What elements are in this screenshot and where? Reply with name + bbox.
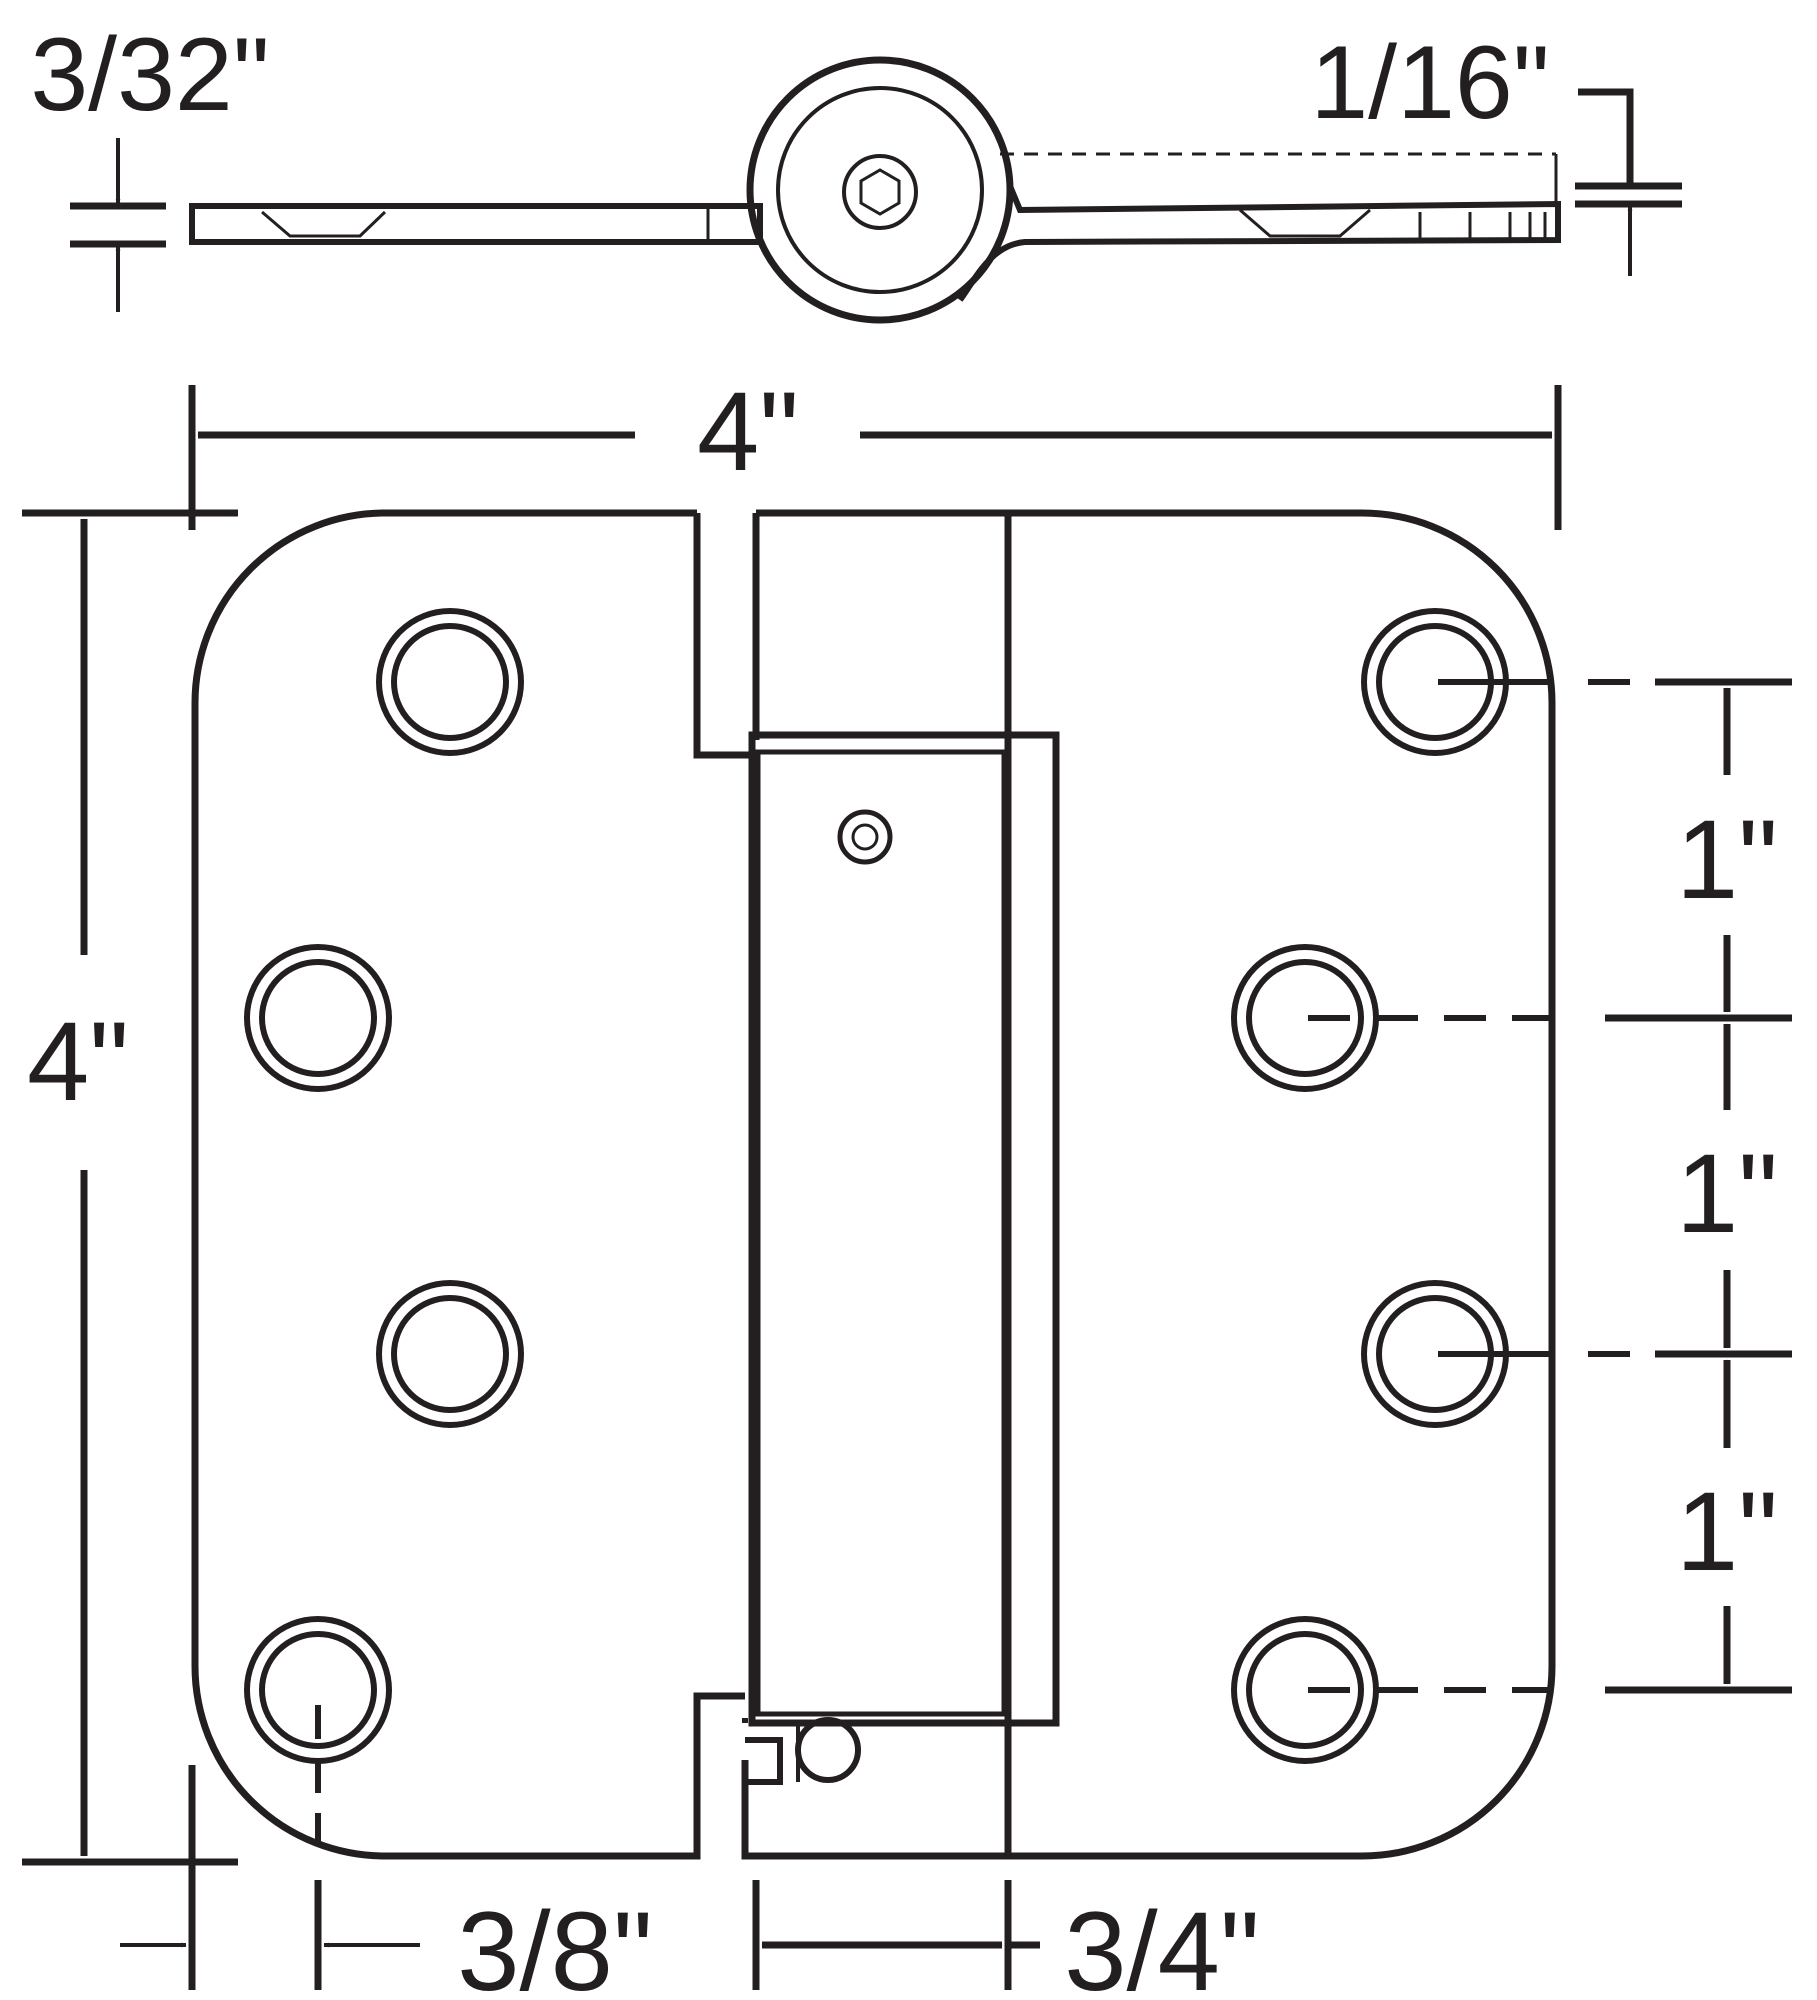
hole-offset-dimension: 3/8" xyxy=(120,1705,653,2000)
gap-thickness-dimension: 1/16" xyxy=(1310,25,1682,276)
screw-hole xyxy=(1231,944,1379,1092)
leaf-thickness-label: 3/32" xyxy=(30,17,269,133)
overall-width-label: 4" xyxy=(697,369,799,494)
overall-height-dimension: 4" xyxy=(22,509,238,1866)
leaf-thickness-dimension: 3/32" xyxy=(30,17,270,312)
overall-width-dimension: 4" xyxy=(188,369,1562,530)
gap-thickness-label: 1/16" xyxy=(1310,25,1549,141)
hinge-edge-view xyxy=(189,56,1561,324)
screw-hole xyxy=(1231,1616,1379,1764)
hole-offset-label: 3/8" xyxy=(457,1889,652,2000)
screw-holes xyxy=(244,608,1509,1764)
screw-hole xyxy=(376,608,524,756)
hole-spacing-label-3: 1" xyxy=(1676,1469,1778,1594)
hex-socket-icon xyxy=(842,154,918,230)
hole-spacing-dimensions: 1" 1" 1" xyxy=(1308,678,1792,1694)
screw-hole xyxy=(376,1280,524,1428)
hole-spacing-label-1: 1" xyxy=(1676,797,1778,922)
hole-spacing-label-2: 1" xyxy=(1676,1131,1778,1256)
knuckle-width-label: 3/4" xyxy=(1064,1889,1259,2000)
knuckle-width-dimension: 3/4" xyxy=(752,1880,1260,2000)
screw-hole xyxy=(244,1616,392,1764)
screw-hole xyxy=(244,944,392,1092)
overall-height-label: 4" xyxy=(27,999,129,1124)
